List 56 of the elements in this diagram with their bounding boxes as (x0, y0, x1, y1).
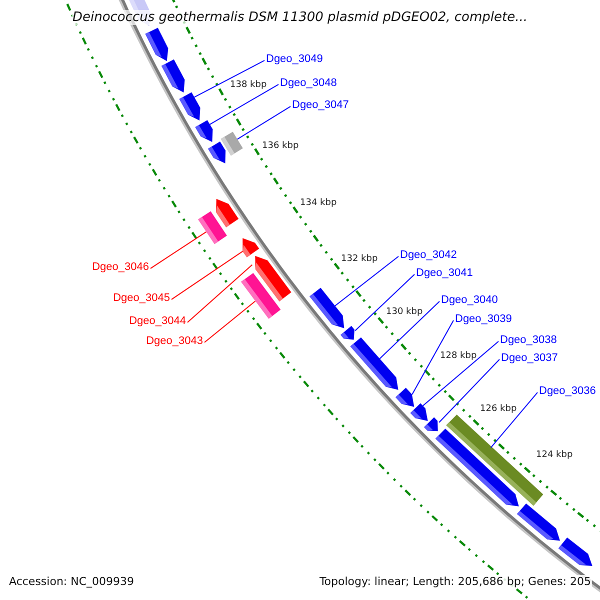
gene-block (195, 120, 213, 142)
gene-block (340, 326, 354, 340)
leader-line (236, 106, 291, 140)
gene-label: Dgeo_3036 (539, 385, 596, 397)
gene-label: Dgeo_3046 (92, 261, 149, 273)
gene-label: Dgeo_3045 (113, 292, 170, 304)
title: Deinococcus geothermalis DSM 11300 plasmid pDGEO02, complete... (72, 10, 528, 25)
leader-line (438, 358, 500, 423)
leader-line (194, 60, 265, 98)
gene-block (558, 537, 592, 566)
gene-block (350, 337, 398, 390)
leader-line (412, 320, 454, 395)
gene-block (145, 28, 168, 62)
gene-label: Dgeo_3040 (441, 294, 498, 306)
leader-line (334, 256, 399, 306)
leader-line (171, 250, 244, 300)
gene-block (208, 141, 226, 164)
scale-label: 126 kbp (480, 404, 517, 414)
gene-block (216, 198, 239, 228)
gene-label: Dgeo_3037 (501, 352, 558, 364)
footer-text: Topology: linear; Length: 205,686 bp; Genes: 205 (318, 575, 592, 588)
gene-block (310, 288, 344, 328)
gene-label: Dgeo_3044 (129, 315, 186, 327)
footer-text: Accession: NC_009939 (8, 575, 136, 588)
gene-block (179, 92, 200, 121)
gene-block (241, 273, 281, 319)
leader-line (204, 300, 256, 343)
gene-block (198, 211, 227, 244)
gene-label: Dgeo_3038 (500, 334, 557, 346)
leader-line (379, 300, 440, 360)
gene-block (396, 388, 414, 407)
gene-label: Dgeo_3043 (146, 335, 203, 347)
scale-label: 136 kbp (262, 141, 299, 151)
gene-label: Dgeo_3047 (292, 99, 349, 111)
gene-block (517, 503, 560, 541)
leader-line (150, 231, 207, 269)
leader-line (490, 392, 538, 448)
scale-label: 128 kbp (440, 351, 477, 361)
gene-block (424, 417, 438, 432)
gene-label: Dgeo_3041 (416, 267, 473, 279)
scale-label: 138 kbp (230, 80, 267, 90)
leader-line (422, 340, 499, 406)
gene-block (161, 59, 185, 93)
gene-block (410, 403, 428, 421)
leader-line (209, 84, 279, 125)
gene-label: Dgeo_3039 (455, 313, 512, 325)
scale-label: 134 kbp (300, 198, 337, 208)
gene-label: Dgeo_3049 (266, 53, 323, 65)
scale-label: 124 kbp (536, 450, 573, 460)
scale-label: 132 kbp (341, 254, 378, 264)
leader-line (187, 264, 253, 323)
gene-label: Dgeo_3048 (280, 77, 337, 89)
scale-label: 130 kbp (386, 307, 423, 317)
leader-line (354, 274, 415, 332)
gene-block (242, 238, 260, 258)
gene-label: Dgeo_3042 (400, 249, 457, 261)
